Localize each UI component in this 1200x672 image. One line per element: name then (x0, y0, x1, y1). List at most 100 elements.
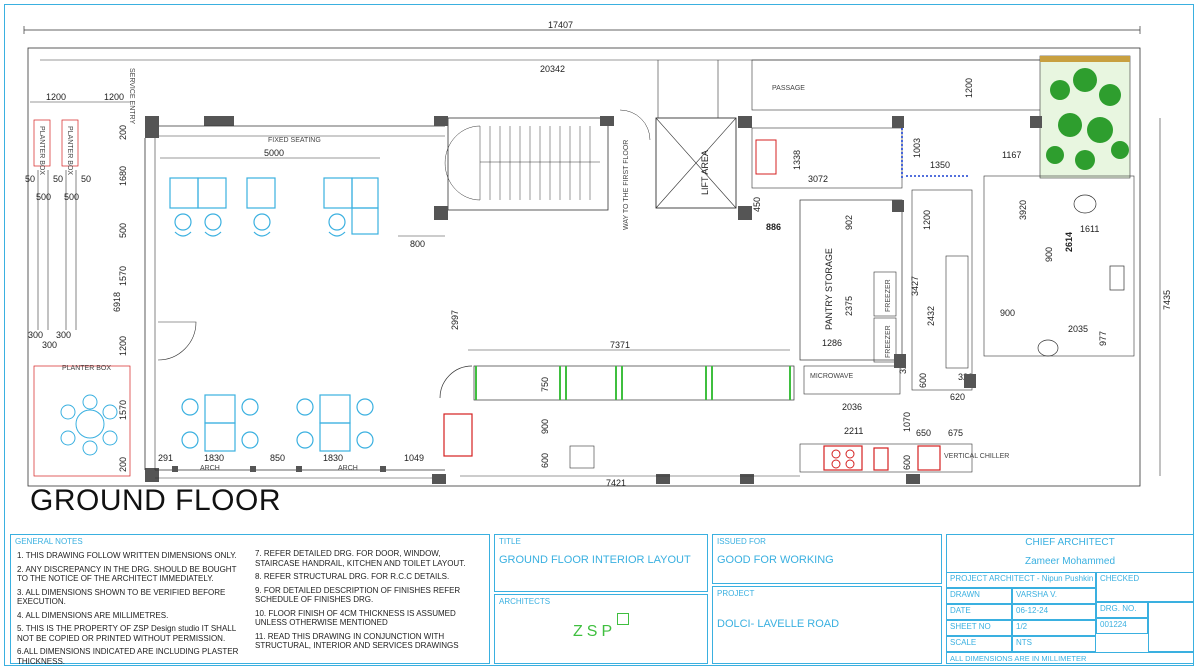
dim-500b: 500 (64, 192, 79, 202)
note-item: 1. THIS DRAWING FOLLOW WRITTEN DIMENSION… (17, 551, 237, 560)
note-item: 9. FOR DETAILED DESCRIPTION OF FINISHES … (255, 585, 461, 605)
dim-1049: 1049 (404, 453, 424, 463)
sheet-no-label: SHEET NO (946, 620, 1012, 636)
dim-7435: 7435 (1162, 290, 1172, 310)
note-item: 4. ALL DIMENSIONS ARE MILLIMETRES. (17, 610, 169, 620)
label-passage: PASSAGE (772, 85, 805, 92)
notes-left-column: 1. THIS DRAWING FOLLOW WRITTEN DIMENSION… (17, 551, 249, 670)
dim-500a: 500 (36, 192, 51, 202)
dim-620: 620 (950, 392, 965, 402)
label-freezer-a: FREEZER (885, 279, 892, 312)
dim-300c: 300 (42, 340, 57, 350)
dim-600a: 600 (540, 453, 550, 468)
project-header: PROJECT (717, 589, 755, 598)
dim-1070: 1070 (902, 412, 912, 432)
dim-50c: 50 (81, 174, 91, 184)
label-microwave: MICROWAVE (810, 373, 853, 380)
dim-v1680: 1680 (118, 166, 128, 186)
title-header: TITLE (499, 537, 521, 546)
dim-300b: 300 (56, 330, 71, 340)
dim-1167: 1167 (1002, 150, 1021, 160)
dim-291: 291 (158, 453, 173, 463)
date-label: DATE (946, 604, 1012, 620)
dim-3072: 3072 (808, 174, 828, 184)
dim-650: 650 (916, 428, 931, 438)
project-value: DOLCI- LAVELLE ROAD (717, 618, 840, 630)
drawn-label: DRAWN (946, 588, 1012, 604)
dim-886: 886 (766, 222, 781, 232)
dim-750: 750 (540, 377, 550, 392)
dim-675: 675 (948, 428, 963, 438)
dim-7371: 7371 (610, 340, 630, 350)
scale-value: NTS (1012, 636, 1096, 652)
dim-left-1200a: 1200 (46, 92, 66, 102)
architects-header: ARCHITECTS (499, 597, 551, 606)
dim-7421: 7421 (606, 478, 626, 488)
dim-top-overall: 17407 (548, 20, 573, 30)
label-pantry-storage: PANTRY STORAGE (824, 248, 834, 330)
drg-no-spacer (1148, 602, 1194, 652)
dim-2997: 2997 (450, 310, 460, 330)
dim-1830a: 1830 (204, 453, 224, 463)
dim-1611: 1611 (1080, 224, 1099, 234)
title-panel: TITLE GROUND FLOOR INTERIOR LAYOUT (494, 534, 708, 592)
drawn-value: VARSHA V. (1012, 588, 1096, 604)
dim-seating-5000: 5000 (264, 148, 284, 158)
dim-900b: 900 (1044, 247, 1054, 262)
dim-inner-top: 20342 (540, 64, 565, 74)
dim-1003: 1003 (912, 138, 922, 158)
floor-plan: 17407 20342 1200 1200 SERVICE ENTRY PLAN… (23, 20, 1172, 488)
label-arch-b: ARCH (338, 465, 358, 472)
dim-1200s: 1200 (922, 210, 932, 230)
dim-1350: 1350 (930, 160, 950, 170)
note-item: 6.ALL DIMENSIONS INDICATED ARE INCLUDING… (17, 647, 239, 666)
dim-1286: 1286 (822, 338, 842, 348)
label-lift-area: LIFT AREA (700, 150, 710, 195)
dim-1830b: 1830 (323, 453, 343, 463)
project-panel: PROJECT DOLCI- LAVELLE ROAD (712, 586, 942, 664)
dim-1338: 1338 (792, 150, 802, 170)
drg-no-label: DRG. NO. (1096, 602, 1148, 618)
project-architect-cell: PROJECT ARCHITECT - Nipun Pushkin (946, 572, 1096, 588)
dim-v1200: 1200 (118, 336, 128, 356)
dim-902: 902 (844, 215, 854, 230)
dim-850: 850 (270, 453, 285, 463)
label-fixed-seating: FIXED SEATING (268, 137, 321, 144)
label-planter-box-a: PLANTER BOX (38, 126, 45, 175)
dim-v500: 500 (118, 223, 128, 238)
issued-for-value: GOOD FOR WORKING (717, 554, 834, 566)
dim-2211: 2211 (844, 426, 863, 436)
note-item: 5. THIS IS THE PROPERTY OF ZSP Design st… (17, 624, 236, 643)
checked-cell: CHECKED (1096, 572, 1194, 602)
scale-label: SCALE (946, 636, 1012, 652)
label-service-entry: SERVICE ENTRY (128, 68, 135, 124)
general-notes-header: GENERAL NOTES (15, 537, 83, 546)
dim-v6918: 6918 (112, 292, 122, 312)
dim-2375: 2375 (844, 296, 854, 316)
dim-800: 800 (410, 239, 425, 249)
date-value: 06-12-24 (1012, 604, 1096, 620)
sheet-no-value: 1/2 (1012, 620, 1096, 636)
dim-977: 977 (1098, 331, 1108, 346)
note-item: 10. FLOOR FINISH OF 4CM THICKNESS IS ASS… (255, 608, 456, 628)
dim-v200a: 200 (118, 125, 128, 140)
dim-2036: 2036 (842, 402, 862, 412)
dim-3427: 3427 (910, 276, 920, 296)
issued-for-panel: ISSUED FOR GOOD FOR WORKING (712, 534, 942, 584)
dim-900c: 900 (1000, 308, 1015, 318)
note-item: 3. ALL DIMENSIONS SHOWN TO BE VERIFIED B… (17, 587, 226, 607)
note-item: 7. REFER DETAILED DRG. FOR DOOR, WINDOW,… (255, 549, 466, 568)
dim-1200r: 1200 (964, 78, 974, 98)
chief-architect-header: CHIEF ARCHITECT (1025, 537, 1115, 548)
page-title: GROUND FLOOR (30, 484, 282, 517)
drg-no-value: 001224 (1096, 618, 1148, 634)
label-planter-box-b: PLANTER BOX (66, 126, 73, 175)
label-way-first-floor: WAY TO THE FIRST FLOOR (623, 140, 630, 230)
dim-50a: 50 (25, 174, 35, 184)
dim-900a: 900 (540, 419, 550, 434)
dim-600b: 600 (918, 373, 928, 388)
notes-right-column: 7. REFER DETAILED DRG. FOR DOOR, WINDOW,… (255, 549, 487, 655)
label-arch-a: ARCH (200, 465, 220, 472)
dim-450: 450 (752, 197, 762, 212)
dim-50b: 50 (53, 174, 63, 184)
